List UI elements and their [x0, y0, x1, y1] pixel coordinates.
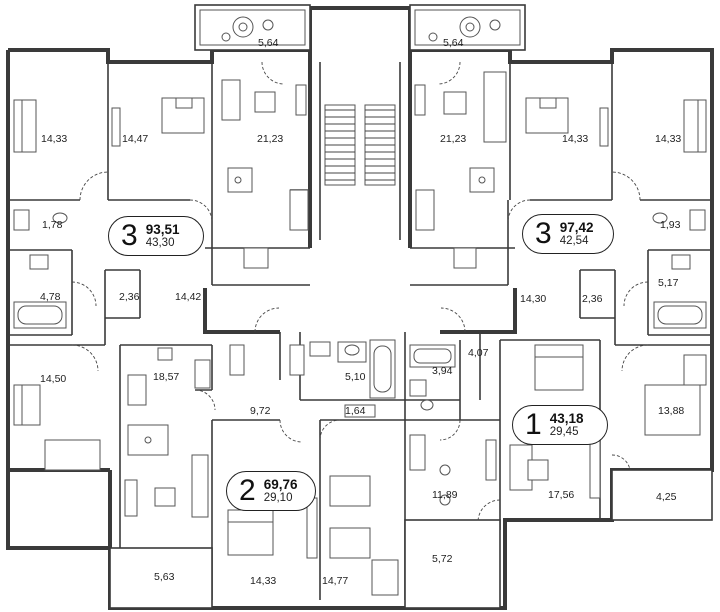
- apt-room-count: 3: [535, 217, 552, 250]
- apt-badge-1[interactable]: 1 43,18 29,45: [512, 405, 608, 445]
- area-label-a3r-storage: 2,36: [582, 293, 603, 305]
- area-label-a1-balcony-right: 4,25: [656, 491, 677, 503]
- apt-total-area: 93,51: [145, 221, 180, 237]
- apt-badge-3-right[interactable]: 3 97,42 42,54: [522, 214, 614, 254]
- area-label-a2-kitchen: 18,57: [153, 371, 179, 383]
- apt-3-left-walls: [8, 62, 310, 346]
- area-label-a3r-bath: 5,17: [658, 277, 679, 289]
- apt-2-furniture: [109, 339, 399, 609]
- outer-walls: [6, 6, 714, 610]
- area-label-a2-bath: 5,10: [345, 371, 366, 383]
- area-label-a2-bedroom-1: 14,33: [250, 575, 276, 587]
- area-label-a3l-bedroom-3: 14,50: [40, 373, 66, 385]
- door-swings: [71, 61, 649, 523]
- apt-total-area: 97,42: [559, 219, 594, 235]
- area-label-a1-bath: 3,94: [432, 365, 453, 377]
- area-label-a3l-bedroom-1: 14,33: [41, 133, 67, 145]
- area-label-a2-wc: 1,64: [345, 405, 366, 417]
- apt-room-count: 1: [525, 408, 542, 441]
- area-label-a3l-storage: 2,36: [119, 291, 140, 303]
- area-label-a3r-bedroom-2: 14,33: [655, 133, 681, 145]
- apt-badge-2[interactable]: 2 69,76 29,10: [226, 471, 316, 511]
- apt-total-area: 69,76: [263, 476, 298, 492]
- area-label-a3r-bedroom-3: 13,88: [658, 405, 684, 417]
- apt-living-area: 43,30: [145, 237, 175, 250]
- apt-3-right-walls: [410, 62, 712, 346]
- apt-3-left-furniture: [13, 79, 309, 471]
- apt-living-area: 42,54: [559, 235, 589, 248]
- area-label-a2-bedroom-2: 14,77: [322, 575, 348, 587]
- stair-flights: [325, 109, 395, 181]
- balcony-top-left: [194, 4, 311, 51]
- balcony-top-right: [409, 4, 526, 51]
- area-label-a3l-bath: 4,78: [40, 291, 61, 303]
- area-label-a1-living: 17,56: [548, 489, 574, 501]
- apt-living-area: 29,10: [263, 492, 293, 505]
- area-label-a3l-living: 21,23: [257, 133, 283, 145]
- apt-badge-3-left[interactable]: 3 93,51 43,30: [108, 216, 204, 256]
- stair-core: [308, 50, 412, 248]
- area-label-a3r-hall: 14,30: [520, 293, 546, 305]
- area-label-a3l-wc: 1,78: [42, 219, 63, 231]
- apt-living-area: 29,45: [549, 426, 579, 439]
- area-label-balcony-top-right: 5,64: [443, 37, 464, 49]
- area-label-a1-balcony-bottom: 5,72: [432, 553, 453, 565]
- apt-areas: 43,18 29,45: [549, 410, 584, 439]
- area-label-a1-hall: 11,89: [432, 489, 458, 501]
- room-area-labels: 5,64 5,64 14,33 14,47 21,23 1,78 4,78 2,…: [40, 37, 684, 587]
- apt-areas: 93,51 43,30: [145, 221, 180, 250]
- apt-room-count: 3: [121, 219, 138, 252]
- apt-areas: 69,76 29,10: [263, 476, 298, 505]
- area-label-a3r-wc: 1,93: [660, 219, 681, 231]
- area-label-a3r-bedroom-1: 14,33: [562, 133, 588, 145]
- area-label-a3l-bedroom-2: 14,47: [122, 133, 148, 145]
- area-label-a3r-living: 21,23: [440, 133, 466, 145]
- apt-total-area: 43,18: [549, 410, 584, 426]
- area-label-a1-wc-corr: 4,07: [468, 347, 489, 359]
- area-label-a2-balcony: 5,63: [154, 571, 175, 583]
- area-label-a3l-hall: 14,42: [175, 291, 201, 303]
- area-label-balcony-top-left: 5,64: [258, 37, 279, 49]
- area-label-a2-hall: 9,72: [250, 405, 271, 417]
- apt-room-count: 2: [239, 474, 256, 507]
- apt-areas: 97,42 42,54: [559, 219, 594, 248]
- apt-1-furniture: [404, 344, 713, 609]
